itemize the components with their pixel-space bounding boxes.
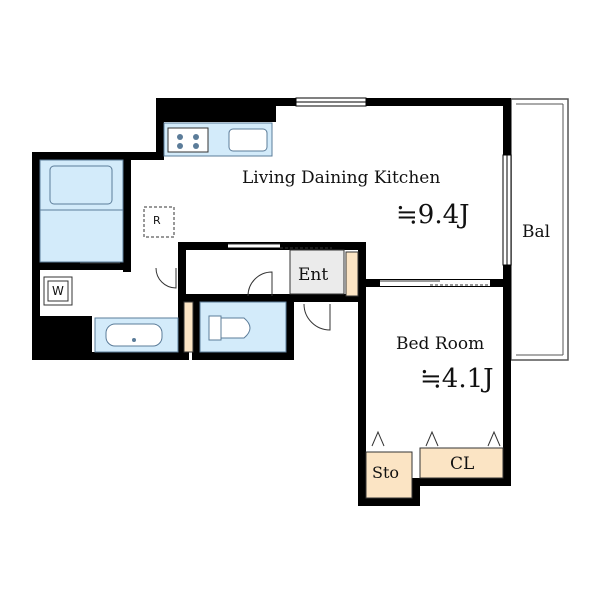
shoe-storage <box>183 301 194 353</box>
kitchen-counter <box>163 122 273 157</box>
entrance-floor <box>289 249 345 295</box>
closet-label: CL <box>450 454 475 474</box>
sink-icon <box>228 128 268 152</box>
entrance-label: Ent <box>298 265 329 285</box>
toilet <box>199 301 287 353</box>
refrigerator-space <box>143 206 175 238</box>
refrigerator-label: R <box>153 214 161 227</box>
balcony-area <box>510 98 569 361</box>
washbasin <box>94 317 179 353</box>
windows <box>295 97 512 266</box>
washer-space <box>43 276 73 306</box>
washer-label: W <box>52 284 64 298</box>
balcony-label: Bal <box>522 222 551 242</box>
doors <box>80 243 501 447</box>
bedroom-label: Bed Room <box>396 334 485 354</box>
storage-label: Sto <box>372 463 400 482</box>
bedroom-area: ≒4.1J <box>420 364 494 394</box>
storage-closet <box>365 451 413 499</box>
ldk-label: Living Daining Kitchen <box>242 168 441 188</box>
entrance-storage <box>345 251 359 297</box>
bedroom-closet <box>419 447 504 479</box>
stove-icon <box>177 134 199 149</box>
bathtub <box>39 159 124 263</box>
ldk-area: ≒9.4J <box>396 200 470 230</box>
